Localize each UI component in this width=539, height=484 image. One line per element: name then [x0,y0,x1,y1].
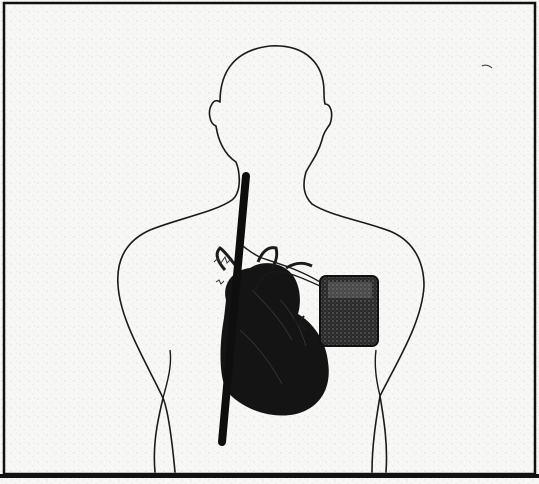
device-highlight [328,282,372,298]
